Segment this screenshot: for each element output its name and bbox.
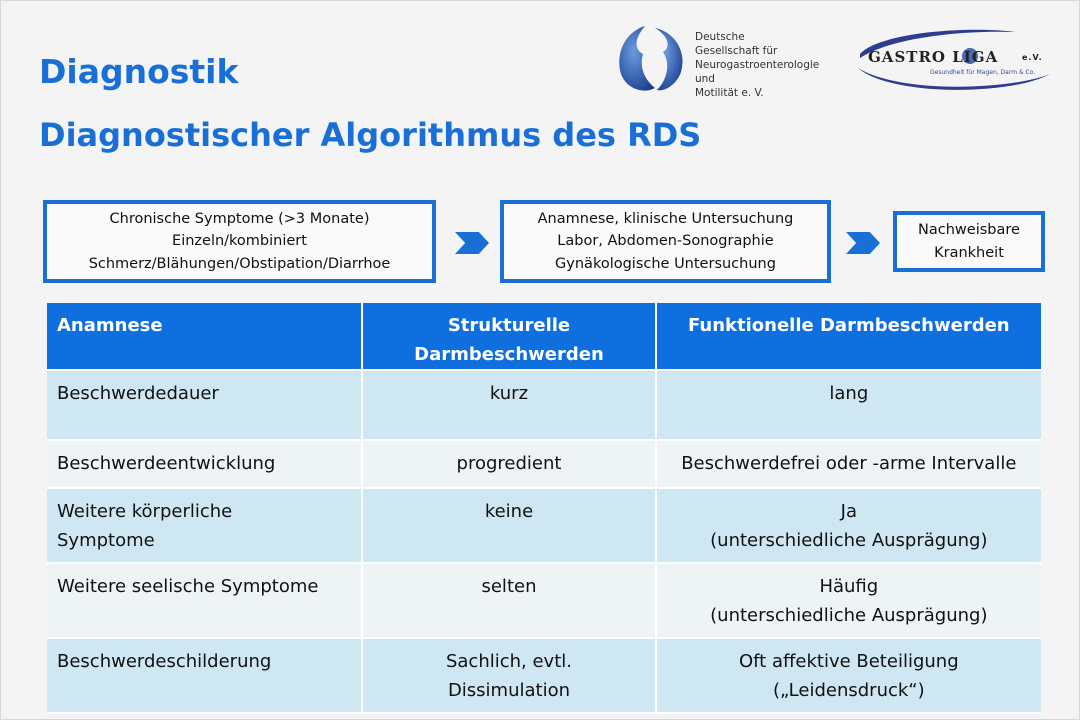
text-line: Gynäkologische Untersuchung	[555, 255, 776, 272]
text-line: Einzeln/kombiniert	[172, 233, 307, 250]
text-line: Beschwerdefrei oder -arme Intervalle	[681, 453, 1017, 474]
text-line: Motilität e. V.	[695, 87, 764, 99]
text-line: Beschwerdedauer	[57, 383, 219, 404]
text-line: Gesellschaft für	[695, 45, 778, 57]
table-row: Weitere seelische Symptome selten Häufig (u…	[47, 563, 1041, 639]
column-header: Funktionelle Darmbeschwerden	[655, 303, 1041, 371]
text-line: Strukturelle	[447, 315, 571, 336]
text-line: Labor, Abdomen-Sonographie	[557, 233, 774, 250]
gastroliga-swoosh-icon	[858, 29, 1050, 90]
chevron-right-icon	[846, 232, 880, 254]
table-cell: Beschwerdefrei oder -arme Intervalle	[655, 440, 1041, 489]
table-cell: Weitere seelische Symptome	[47, 563, 364, 639]
text-line: selten	[481, 576, 537, 597]
text-line: Funktionelle Darmbeschwerden	[688, 315, 1010, 336]
table-cell: Sachlich, evtl. Dissimulation	[362, 638, 657, 714]
slide-title: Diagnostik	[39, 52, 239, 91]
text-line: Symptome	[57, 530, 155, 551]
text-line: Oft affektive Beteiligung	[738, 651, 959, 672]
dgnm-logo-icon	[619, 26, 683, 91]
table-cell: Beschwerdeentwicklung	[47, 440, 364, 489]
text-line: progredient	[456, 453, 562, 474]
chevron-right-icon	[455, 232, 489, 254]
gastroliga-tagline: Gesundheit für Magen, Darm & Co.	[930, 69, 1036, 76]
text-line: Schmerz/Blähungen/Obstipation/Diarrhoe	[88, 255, 391, 272]
table-row: Beschwerdeschilderung Sachlich, evtl. Diss…	[47, 638, 1041, 714]
text-line: kurz	[489, 383, 529, 404]
table-cell: Oft affektive Beteiligung („Leidensdruck“…	[655, 638, 1041, 714]
column-header: Anamnese	[47, 303, 364, 371]
table-cell: Häufig (unterschiedliche Ausprägung)	[655, 563, 1041, 639]
flow-box-symptoms: Chronische Symptome (>3 Monate) Einzeln/k…	[43, 200, 436, 283]
table-row: Beschwerdedauer kurz lang	[47, 370, 1041, 441]
text-line: keine	[484, 501, 534, 522]
gastroliga-logo: GASTRO LIGA e.V. Gesundheit für Magen, D…	[850, 24, 1055, 96]
table-cell: progredient	[362, 440, 657, 489]
text-line: Dissimulation	[447, 680, 571, 701]
text-line: Weitere körperliche	[57, 501, 233, 522]
text-line: Ja	[840, 501, 857, 522]
text-line: Neurogastroenterologie und	[695, 59, 820, 85]
text-line: Beschwerdeschilderung	[57, 651, 272, 672]
table-cell: Beschwerdeschilderung	[47, 638, 364, 714]
text-line: (unterschiedliche Ausprägung)	[710, 605, 988, 626]
text-line: Deutsche	[695, 31, 745, 43]
gastroliga-name: GASTRO LIGA	[868, 48, 999, 66]
table-cell: keine	[362, 488, 657, 564]
text-line: Chronische Symptome (>3 Monate)	[109, 210, 370, 227]
gastroliga-suffix: e.V.	[1022, 53, 1043, 62]
table-cell: lang	[655, 370, 1041, 441]
text-line: Häufig	[819, 576, 879, 597]
text-line: Darmbeschwerden	[414, 344, 604, 365]
slide-subtitle: Diagnostischer Algorithmus des RDS	[39, 116, 702, 154]
text-line: (unterschiedliche Ausprägung)	[710, 530, 988, 551]
text-line: Nachweisbare	[918, 222, 1020, 238]
table-cell: Beschwerdedauer	[47, 370, 364, 441]
table-cell: kurz	[362, 370, 657, 441]
text-line: Krankheit	[934, 244, 1004, 261]
text-line: Beschwerdeentwicklung	[57, 453, 276, 474]
table-cell: Ja (unterschiedliche Ausprägung)	[655, 488, 1041, 564]
text-line: („Leidensdruck“)	[772, 680, 925, 701]
table-cell: selten	[362, 563, 657, 639]
text-line: Anamnese	[57, 315, 163, 336]
table-row: Beschwerdeentwicklung progredient Beschwer…	[47, 440, 1041, 489]
text-line: lang	[829, 383, 869, 404]
text-line: Weitere seelische Symptome	[57, 576, 319, 597]
text-line: Anamnese, klinische Untersuchung	[537, 210, 794, 227]
text-line: Sachlich, evtl.	[445, 651, 572, 672]
